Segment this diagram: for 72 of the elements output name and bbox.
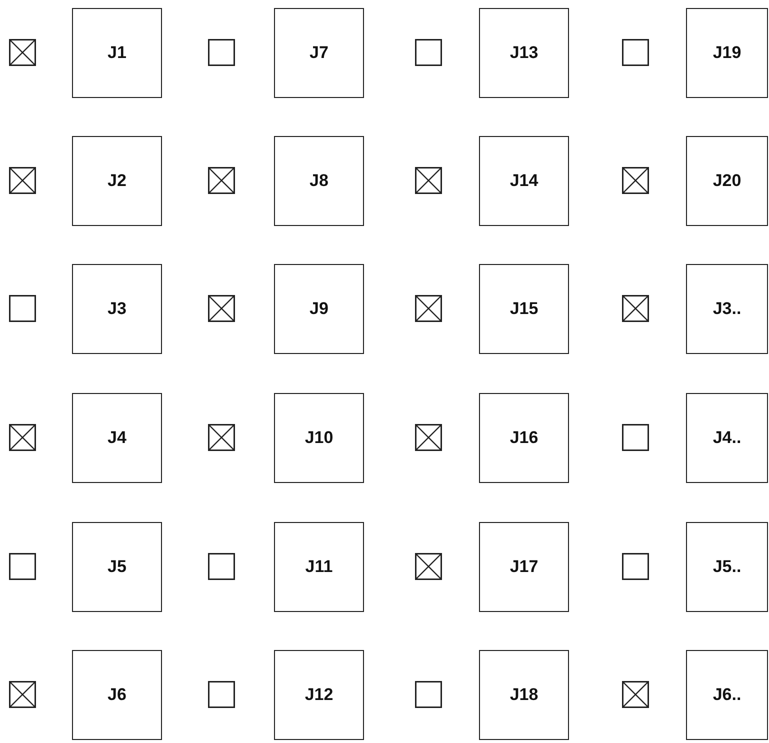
label-box: [274, 522, 364, 612]
label-box: [72, 8, 162, 98]
crossed-checkbox: [208, 295, 235, 322]
box-label: J10: [304, 427, 334, 450]
crossed-checkbox: [415, 424, 442, 451]
box-label: J14: [510, 170, 538, 192]
box-label: J8: [310, 170, 328, 192]
box-label: J17: [510, 556, 538, 578]
box-label: J5: [108, 556, 126, 578]
crossed-checkbox: [622, 681, 649, 708]
label-box: [72, 522, 162, 612]
box-label: J5..: [712, 556, 742, 578]
crossed-checkbox: [9, 39, 36, 66]
box-label: J4: [108, 427, 126, 450]
box-label: J3: [108, 298, 126, 320]
label-box: [479, 522, 569, 612]
crossed-checkbox: [415, 167, 442, 194]
crossed-checkbox: [9, 167, 36, 194]
box-label: J19: [712, 42, 742, 64]
empty-checkbox: [208, 681, 235, 708]
label-box: [72, 264, 162, 354]
label-box: [274, 136, 364, 226]
empty-checkbox: [622, 553, 649, 580]
box-label: J4..: [712, 427, 742, 450]
box-label: J1: [108, 42, 126, 64]
empty-checkbox: [208, 39, 235, 66]
empty-checkbox: [9, 295, 36, 322]
box-label: J9: [310, 298, 328, 320]
box-label: J2: [108, 170, 126, 192]
label-box: [274, 650, 364, 740]
box-label: J3..: [712, 298, 742, 320]
box-label: J7: [310, 42, 328, 64]
label-box: [274, 264, 364, 354]
box-label: J13: [510, 42, 538, 64]
box-label: J12: [304, 684, 334, 706]
label-box: [72, 650, 162, 740]
crossed-checkbox: [622, 295, 649, 322]
crossed-checkbox: [415, 553, 442, 580]
label-box: [479, 264, 569, 354]
label-box: [274, 393, 364, 483]
empty-checkbox: [415, 39, 442, 66]
empty-checkbox: [9, 553, 36, 580]
box-label: J6: [108, 684, 126, 706]
crossed-checkbox: [208, 167, 235, 194]
label-box: [686, 522, 768, 612]
empty-checkbox: [622, 424, 649, 451]
crossed-checkbox: [208, 424, 235, 451]
label-box: [72, 136, 162, 226]
crossed-checkbox: [622, 167, 649, 194]
box-label: J18: [510, 684, 538, 706]
label-box: [479, 136, 569, 226]
label-box: [479, 650, 569, 740]
box-label: J11: [305, 556, 333, 578]
label-box: [479, 393, 569, 483]
box-label: J16: [510, 427, 538, 450]
label-box: [686, 393, 768, 483]
box-label: J6..: [712, 684, 742, 706]
box-label: J20: [712, 170, 742, 192]
empty-checkbox: [622, 39, 649, 66]
crossed-checkbox: [9, 424, 36, 451]
empty-checkbox: [208, 553, 235, 580]
box-label: J15: [510, 298, 538, 320]
label-box: [686, 650, 768, 740]
empty-checkbox: [415, 681, 442, 708]
label-box: [686, 8, 768, 98]
crossed-checkbox: [9, 681, 36, 708]
label-box: [686, 264, 768, 354]
label-box: [686, 136, 768, 226]
label-box: [274, 8, 364, 98]
crossed-checkbox: [415, 295, 442, 322]
label-box: [479, 8, 569, 98]
label-box: [72, 393, 162, 483]
